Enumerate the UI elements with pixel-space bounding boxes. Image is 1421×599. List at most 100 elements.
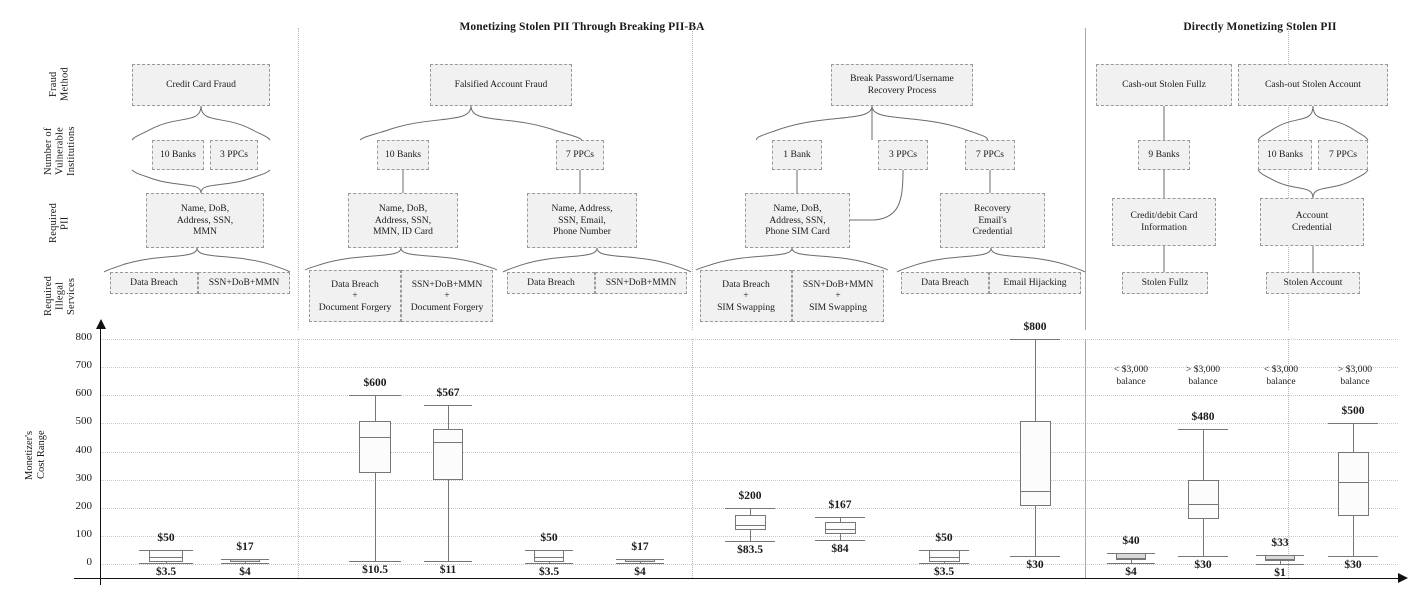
box-min-label: $4 (1125, 565, 1137, 578)
node-label: 10 Banks (1267, 149, 1303, 161)
institutions-3-ppcs-c[interactable]: 3 PPCs (878, 140, 928, 170)
box-max-label: $33 (1271, 536, 1289, 549)
gridline (100, 535, 1398, 537)
whisker-lower (1131, 560, 1132, 563)
box-iqr (1265, 554, 1295, 562)
y-axis-tick-label: 300 (75, 471, 93, 484)
box-iqr (1019, 420, 1051, 507)
node-label: 3 PPCs (220, 149, 248, 161)
cap-upper (815, 517, 865, 519)
illegal-service-b1[interactable]: Data Breach + Document Forgery (309, 270, 401, 322)
whisker-lower (1353, 516, 1354, 556)
node-label: Email Hijacking (1003, 277, 1067, 289)
column-divider (298, 28, 299, 330)
node-label: Data Breach + Document Forgery (318, 278, 392, 313)
whisker-lower (1035, 506, 1036, 556)
node-label: Name, DoB, Address, SSN, MMN, ID Card (373, 203, 433, 238)
illegal-service-b4[interactable]: SSN+DoB+MMN (595, 272, 687, 294)
node-label: Cash-out Stolen Account (1265, 79, 1361, 91)
node-label: Data Breach (921, 277, 969, 289)
illegal-service-d[interactable]: Stolen Fullz (1122, 272, 1208, 294)
conn-d-pii (1163, 246, 1165, 272)
cap-lower (221, 562, 269, 564)
column-divider-chart (298, 339, 299, 578)
illegal-service-ssn-dob-mmn-a[interactable]: SSN+DoB+MMN (198, 272, 290, 294)
brace-e-down (1257, 105, 1369, 141)
node-label: Stolen Account (1283, 277, 1343, 289)
illegal-service-c3[interactable]: Data Breach (901, 272, 989, 294)
y-axis-tick-label: 800 (75, 331, 93, 343)
illegal-service-c2[interactable]: SSN+DoB+MMN + SIM Swapping (792, 270, 884, 322)
node-label: 10 Banks (160, 149, 196, 161)
institutions-7-ppcs-c[interactable]: 7 PPCs (965, 140, 1015, 170)
node-label: Name, DoB, Address, SSN, MMN (176, 203, 234, 238)
box-max-label: $567 (436, 386, 460, 399)
institutions-9-banks-d[interactable]: 9 Banks (1138, 140, 1190, 170)
institutions-7-ppcs-b[interactable]: 7 PPCs (556, 140, 604, 170)
whisker-lower (166, 561, 167, 564)
median-line (734, 524, 766, 526)
cap-lower (616, 562, 664, 564)
conn-e-pii (1312, 246, 1314, 272)
box-min-label: $3.5 (933, 566, 955, 579)
y-axis-tick-label: 200 (75, 499, 93, 512)
box-max-label: $480 (1191, 411, 1215, 423)
gridline (100, 423, 1398, 425)
y-axis-tick-label: 0 (86, 556, 93, 568)
section-header: Directly Monetizing Stolen PII (1183, 21, 1337, 33)
fraud-method-falsified-account-fraud[interactable]: Falsified Account Fraud (430, 64, 572, 106)
node-label: 7 PPCs (566, 149, 594, 161)
required-pii-e[interactable]: Account Credential (1260, 198, 1364, 246)
institutions-1-bank-c[interactable]: 1 Bank (772, 140, 822, 170)
median-line (358, 437, 392, 439)
balance-threshold-label: < $3,000 balance (1113, 364, 1149, 387)
fraud-method-credit-card-fraud[interactable]: Credit Card Fraud (132, 64, 270, 106)
median-line (1187, 503, 1219, 505)
node-label: Account Credential (1292, 210, 1332, 233)
median-line (824, 528, 856, 530)
illegal-service-e[interactable]: Stolen Account (1266, 272, 1360, 294)
required-pii-a[interactable]: Name, DoB, Address, SSN, MMN (146, 193, 264, 248)
node-label: Recovery Email's Credential (972, 203, 1013, 238)
required-pii-b2[interactable]: Name, Address, SSN, Email, Phone Number (527, 193, 637, 248)
cap-lower (919, 563, 969, 565)
institutions-10-banks-e[interactable]: 10 Banks (1258, 140, 1312, 170)
conn-d-title (1163, 106, 1165, 140)
illegal-service-data-breach-a[interactable]: Data Breach (110, 272, 198, 294)
cap-upper (1328, 423, 1378, 425)
box-min-label: $1 (1274, 566, 1286, 579)
cap-lower (1328, 555, 1378, 557)
brace-b-split2 (502, 247, 692, 273)
fraud-method-break-recovery[interactable]: Break Password/Username Recovery Process (831, 64, 973, 106)
balance-threshold-label: > $3,000 balance (1337, 364, 1373, 387)
box-max-label: $17 (236, 541, 254, 554)
gridline (100, 479, 1398, 481)
illegal-service-c1[interactable]: Data Breach + SIM Swapping (700, 270, 792, 322)
box-min-label: $4 (239, 565, 251, 578)
fraud-method-cashout-stolen-fullz[interactable]: Cash-out Stolen Fullz (1096, 64, 1232, 106)
cap-lower (424, 560, 472, 562)
required-pii-b1[interactable]: Name, DoB, Address, SSN, MMN, ID Card (348, 193, 458, 248)
column-divider (1288, 28, 1289, 330)
node-label: Data Breach + SIM Swapping (717, 278, 775, 313)
illegal-service-c4[interactable]: Email Hijacking (989, 272, 1081, 294)
institutions-10-banks-b[interactable]: 10 Banks (377, 140, 429, 170)
required-pii-d[interactable]: Credit/debit Card Information (1112, 198, 1216, 246)
whisker-upper (840, 517, 841, 522)
node-label: Name, DoB, Address, SSN, Phone SIM Card (765, 203, 830, 238)
institutions-3-ppcs-a[interactable]: 3 PPCs (210, 140, 258, 170)
institutions-10-banks-a[interactable]: 10 Banks (152, 140, 204, 170)
node-label: 7 PPCs (1329, 149, 1357, 161)
median-line (1116, 557, 1146, 559)
box-iqr (734, 514, 766, 531)
brace-e-up (1257, 169, 1369, 199)
required-pii-c1[interactable]: Name, DoB, Address, SSN, Phone SIM Card (745, 193, 850, 248)
fraud-method-cashout-stolen-account[interactable]: Cash-out Stolen Account (1238, 64, 1388, 106)
brace-c-split2 (896, 247, 1086, 273)
illegal-service-b2[interactable]: SSN+DoB+MMN + Document Forgery (401, 270, 493, 322)
illegal-service-b3[interactable]: Data Breach (507, 272, 595, 294)
box-min-label: $83.5 (737, 543, 763, 556)
box-iqr (149, 549, 183, 562)
required-pii-c2[interactable]: Recovery Email's Credential (940, 193, 1045, 248)
institutions-7-ppcs-e[interactable]: 7 PPCs (1318, 140, 1368, 170)
